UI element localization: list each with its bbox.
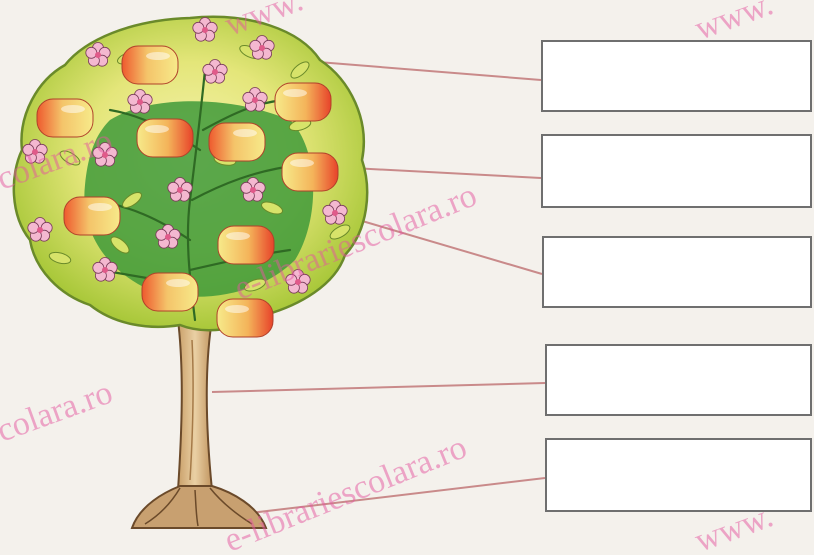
answer-box-2[interactable] xyxy=(541,134,812,208)
leader-line-4 xyxy=(211,382,546,393)
leader-line-5 xyxy=(224,477,546,517)
answer-box-3[interactable] xyxy=(542,236,812,308)
tree-canopy xyxy=(12,15,369,338)
leader-line-3 xyxy=(351,217,543,275)
tree-trunk xyxy=(176,319,214,491)
watermark-left-lower: colara.ro xyxy=(0,374,117,450)
answer-box-4[interactable] xyxy=(545,344,812,416)
tree-roots xyxy=(130,485,268,529)
answer-box-1[interactable] xyxy=(541,40,812,112)
leader-line-1 xyxy=(317,61,542,81)
leader-lines xyxy=(211,61,546,517)
leader-line-2 xyxy=(351,167,542,179)
answer-box-5[interactable] xyxy=(545,438,812,512)
